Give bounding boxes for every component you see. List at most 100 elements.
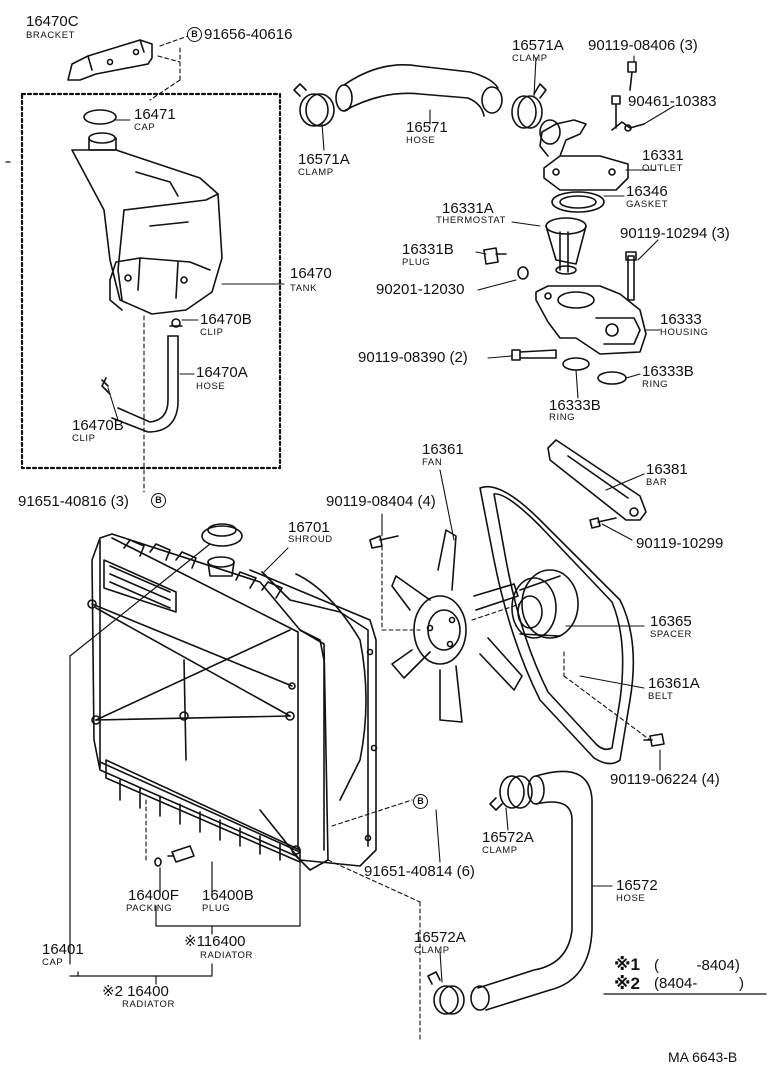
shroud-drawing (249, 569, 378, 867)
reservoir-bracket-drawing (67, 39, 153, 81)
spacer-drawing (511, 569, 579, 639)
part-number: 16361A (648, 675, 700, 692)
fan-bolt-drawing (369, 535, 399, 549)
part-number: 16571A (298, 151, 350, 168)
part-number: 16571 (406, 119, 448, 136)
part-name: SPACER (650, 629, 692, 640)
gasket-drawing (551, 191, 605, 213)
callout-90119-10299: 90119-10299 (636, 535, 724, 552)
callout-90119-08390: 90119-08390 (2) (358, 349, 468, 366)
fan-dashed-leaders (381, 545, 651, 741)
part-name: CLIP (72, 433, 96, 444)
part-name: FAN (422, 457, 443, 468)
housing-bolt-drawing (625, 251, 637, 301)
radiator-cap-drawing (201, 523, 243, 577)
part-name: CLAMP (482, 845, 518, 856)
part-name: THERMOSTAT (436, 215, 507, 226)
callout-91651-40814: 91651-40814 (6) (364, 863, 475, 880)
part-name: GASKET (626, 199, 669, 210)
legend-mark-1: ※1 (614, 955, 640, 974)
radiator-drawing (87, 533, 329, 871)
callout-90119-08404: 90119-08404 (4) (326, 493, 436, 510)
part-name: HOSE (616, 893, 646, 904)
drain-plug-drawing (154, 845, 195, 867)
tank-clip-top (169, 318, 183, 328)
part-number: 16381 (646, 461, 688, 478)
callout-91656-40616: 91656-40616 (204, 26, 293, 43)
water-outlet-drawing (539, 119, 629, 191)
callout-90201-12030: 90201-12030 (376, 281, 465, 298)
part-name: HOUSING (660, 327, 709, 338)
part-number: 16471 (134, 106, 176, 123)
part-name: HOSE (406, 135, 436, 146)
bracket-dashed-leaders (149, 35, 189, 101)
part-name: BRACKET (26, 30, 76, 41)
part-number: ※2 16400 (102, 983, 169, 1000)
callout-90119-08406: 90119-08406 (3) (588, 37, 698, 54)
thermostat-housing-drawing (535, 285, 647, 355)
part-number: 16333B (549, 397, 601, 414)
part-name: BAR (646, 477, 668, 488)
outlet-bolt-drawing (611, 61, 637, 129)
part-number: 16701 (288, 519, 330, 536)
part-name: CAP (134, 122, 156, 133)
clamp-lower-hose-top (489, 775, 533, 811)
belt-bolt-drawing (643, 733, 665, 747)
clamp-lower-hose-bottom (427, 971, 465, 1015)
leader-lines (107, 55, 675, 983)
part-number: 16331B (402, 241, 454, 258)
callout-91651-40816: 91651-40816 (3) (18, 493, 129, 510)
part-number: 16470B (200, 311, 252, 328)
part-number: 16331 (642, 147, 684, 164)
bubble-marker-b: B (413, 794, 428, 809)
reference-code: MA 6643-B (668, 1049, 738, 1065)
fan-drawing (391, 529, 523, 723)
part-number: 16571A (512, 37, 564, 54)
clamp-left-upper-hose (293, 83, 335, 127)
bubble-marker-b: B (151, 493, 166, 508)
callout-90119-06224: 90119-06224 (4) (610, 771, 720, 788)
part-number: 16333B (642, 363, 694, 380)
part-name: RING (642, 379, 669, 390)
part-number: 16361 (422, 441, 464, 458)
part-name: CLAMP (414, 945, 450, 956)
washer-drawing (517, 266, 529, 280)
part-number: 16331A (442, 200, 494, 217)
part-number: 16470A (196, 364, 248, 381)
part-name: CLAMP (298, 167, 334, 178)
ring-right-drawing (597, 371, 627, 385)
part-name: RADIATOR (122, 999, 176, 1010)
part-name: PLUG (402, 257, 431, 268)
legend-range-1: ( -8404) (654, 957, 740, 974)
part-name: RADIATOR (200, 950, 254, 961)
part-name: TANK (290, 283, 318, 294)
overflow-hose-drawing (111, 335, 179, 433)
part-name: PACKING (126, 903, 173, 914)
part-name: BELT (648, 691, 674, 702)
part-name: HOSE (196, 381, 226, 392)
clamp-right-upper-hose (511, 83, 547, 129)
lower-hose-drawing (470, 770, 593, 1011)
small-bracket-drawing (611, 121, 645, 132)
thermostat-drawing (545, 217, 587, 275)
part-number: 16365 (650, 613, 692, 630)
part-number: 16470B (72, 417, 124, 434)
ring-left-drawing (562, 357, 590, 371)
part-name: CAP (42, 957, 64, 968)
part-name: CLAMP (512, 53, 548, 64)
part-name: CLIP (200, 327, 224, 338)
bar-bolt-drawing (589, 517, 617, 529)
part-number: 16401 (42, 941, 84, 958)
part-number: 16470 (290, 265, 332, 282)
part-number: 16572 (616, 877, 658, 894)
callout-90461-10383: 90461-10383 (628, 93, 717, 110)
part-number: 16470C (26, 13, 79, 30)
bubble-marker-b: B (187, 27, 202, 42)
long-bolt-drawing (511, 349, 557, 361)
part-name: OUTLET (642, 163, 684, 174)
radiator-dashed-leaders (145, 799, 421, 1041)
upper-hose-drawing (335, 64, 503, 117)
legend-range-2: (8404- ) (654, 975, 745, 992)
